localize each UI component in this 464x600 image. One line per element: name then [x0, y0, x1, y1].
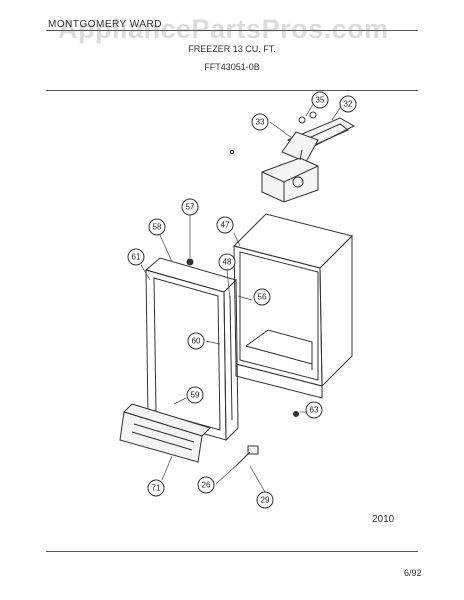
- callout-label: 47: [221, 221, 230, 230]
- callout-label: 58: [153, 223, 162, 232]
- diagram-code: 2010: [372, 514, 395, 525]
- callout-label: 33: [256, 118, 265, 127]
- door-stop-57: [186, 258, 194, 266]
- callout-35[interactable]: 35: [311, 91, 329, 109]
- footer-rule: [46, 551, 418, 552]
- callout-label: 32: [344, 100, 353, 109]
- brand-name: MONTGOMERY WARD: [48, 19, 162, 30]
- door: [144, 257, 239, 442]
- control-housing: [261, 149, 319, 203]
- callout-26[interactable]: 26: [197, 476, 215, 494]
- callout-label: 35: [316, 96, 325, 105]
- callout-71[interactable]: 71: [147, 479, 165, 497]
- callout-47[interactable]: 47: [216, 216, 234, 234]
- model-number: FFT43051-0B: [204, 62, 260, 72]
- callout-label: 63: [310, 406, 319, 415]
- callout-63[interactable]: 63: [305, 401, 323, 419]
- callout-label: 59: [191, 391, 200, 400]
- callout-label: 29: [261, 496, 270, 505]
- leveling-leg-63: [293, 411, 299, 417]
- callout-48[interactable]: 48: [218, 253, 236, 271]
- callout-61[interactable]: 61: [127, 248, 145, 266]
- diagram-title: FREEZER 13 CU. FT.: [188, 44, 276, 54]
- callout-label: 48: [223, 258, 232, 267]
- screw-stray: [230, 150, 234, 154]
- leader-lines: [140, 103, 341, 493]
- callout-label: 57: [186, 203, 195, 212]
- callout-label: 26: [202, 481, 211, 490]
- callout-59[interactable]: 59: [186, 386, 204, 404]
- header-rule-bottom: [46, 90, 418, 91]
- callout-32[interactable]: 32: [339, 95, 357, 113]
- callout-33[interactable]: 33: [251, 113, 269, 131]
- callout-label: 61: [132, 253, 141, 262]
- callout-60[interactable]: 60: [187, 332, 205, 350]
- callout-label: 56: [258, 293, 267, 302]
- callout-label: 71: [152, 484, 161, 493]
- watermark: AppliancePartsPros.com: [58, 14, 389, 44]
- callout-57[interactable]: 57: [181, 198, 199, 216]
- kick-plate: [119, 403, 211, 463]
- revision-date: 6/92: [404, 568, 422, 578]
- callout-29[interactable]: 29: [256, 491, 274, 509]
- header-rule-top: [46, 30, 418, 31]
- callout-58[interactable]: 58: [148, 218, 166, 236]
- callout-56[interactable]: 56: [253, 288, 271, 306]
- callout-label: 60: [192, 337, 201, 346]
- cabinet: [233, 213, 353, 399]
